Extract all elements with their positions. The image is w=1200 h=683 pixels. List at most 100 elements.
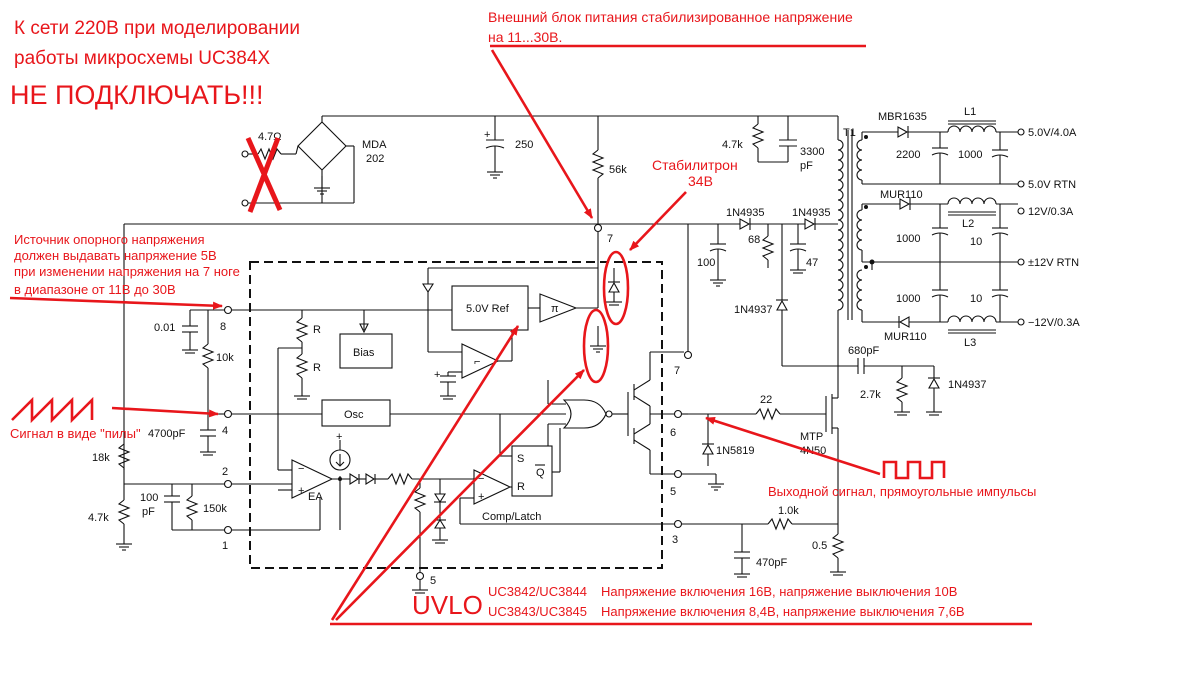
r-150k-label: 150k — [203, 503, 227, 515]
output-5v: MBR1635 L1 5.0V/4.0A 2200 1000 5.0V RTN — [861, 106, 1077, 191]
left-external-parts: 18k 4.7k 0.01 10k 4700pF 100 — [88, 223, 598, 551]
svg-text:−: − — [478, 473, 484, 485]
out-5v-label: 5.0V/4.0A — [1028, 127, 1077, 139]
bridge-label-2: 202 — [366, 153, 384, 165]
c-47-label: 47 — [806, 257, 818, 269]
r-start-label: 56k — [609, 164, 627, 176]
transformer-label: T1 — [843, 127, 856, 139]
aux-supply: 1N4935 1N4935 68 100 47 1N4937 7 — [598, 207, 839, 377]
ext-supply-line-2: на 11...30В. — [488, 29, 562, 45]
r-27k-label: 2.7k — [860, 389, 881, 401]
r-sense-label: 0.5 — [812, 540, 827, 552]
d-aux2-label: 1N4935 — [792, 207, 831, 219]
c-bulk-label: 250 — [515, 139, 533, 151]
l2-label: L2 — [962, 218, 974, 230]
svg-text:+: + — [484, 129, 490, 141]
warning-line-1: К сети 220В при моделировании — [14, 18, 300, 39]
uvlo-row-2-text: Напряжение включения 8,4В, напряжение вы… — [601, 604, 965, 619]
pin-4: 4 — [222, 425, 228, 437]
mosfet-label-1: MTP — [800, 431, 823, 443]
warning-line-2: работы микросхемы UC384X — [14, 48, 270, 69]
d-12v-label: MUR110 — [880, 189, 923, 201]
d-clamp2-label: 1N4937 — [948, 379, 987, 391]
pin-6: 6 — [670, 427, 676, 439]
latch-q-label: Q — [536, 467, 545, 479]
pin-5-gnd: 5 — [430, 575, 436, 587]
r-snub-label: 4.7k — [722, 139, 743, 151]
red-annotations: К сети 220В при моделировании работы мик… — [9, 9, 1036, 626]
c-5v-b-label: 1000 — [958, 149, 982, 161]
zener-line-1: Стабилитрон — [652, 157, 738, 173]
c-ref-label: 0.01 — [154, 322, 175, 334]
vref-line-1: Источник опорного напряжения — [14, 232, 205, 247]
r-18k-label: 18k — [92, 452, 110, 464]
bias-block-label: Bias — [353, 347, 375, 359]
c-comp-label-1: 100 — [140, 492, 158, 504]
c-n12v-a-label: 1000 — [896, 293, 920, 305]
d-n12v-label: MUR110 — [884, 331, 927, 343]
osc-block — [321, 399, 391, 427]
r-gate-label: 22 — [760, 394, 772, 406]
uvlo-row-1-part: UC3842/UC3844 — [488, 584, 587, 599]
d-clamp-label: 1N4937 — [734, 304, 773, 316]
l1-label: L1 — [964, 106, 976, 118]
ac-input-section: 4.7Ω MDA 202 — [241, 115, 598, 207]
c-n12v-b-label: 10 — [970, 293, 982, 305]
r-47k-label: 4.7k — [88, 512, 109, 524]
ic-pin-markers: 8 4 2 1 6 5 3 5 — [220, 305, 724, 594]
current-sense: 1.0k 470pF 0.5 — [682, 505, 846, 578]
r-label-2: R — [313, 362, 321, 374]
mosfet: MTP 4N50 22 1N5819 — [688, 366, 839, 530]
ea-label: EA — [308, 491, 323, 503]
output-neg12v: 1000 10 MUR110 L3 −12V/0.3A — [861, 262, 1080, 349]
pin-7-top: 7 — [607, 233, 613, 245]
uvlo-row-2-part: UC3843/UC3845 — [488, 604, 587, 619]
svg-text:+: + — [336, 431, 342, 443]
ic-outline — [249, 261, 663, 569]
pin-1: 1 — [222, 540, 228, 552]
r-10k-label: 10k — [216, 352, 234, 364]
r-1k-label: 1.0k — [778, 505, 799, 517]
l3-label: L3 — [964, 337, 976, 349]
vref-line-3: при изменении напряжения на 7 ноге — [14, 264, 240, 279]
c-5v-a-label: 2200 — [896, 149, 920, 161]
pin-7-right: 7 — [674, 365, 680, 377]
cross-out-mark — [245, 136, 283, 213]
vref-block-label: 5.0V Ref — [466, 303, 510, 315]
c-12v-b-label: 10 — [970, 236, 982, 248]
latch-s-label: S — [517, 453, 524, 465]
output-12v: MUR110 L2 12V/0.3A 1000 10 ±12V RTN — [861, 189, 1079, 269]
uvlo-row-1-text: Напряжение включения 16В, напряжение вык… — [601, 584, 957, 599]
out-12v-rtn-label: ±12V RTN — [1028, 257, 1079, 269]
bias-block — [339, 333, 393, 369]
bridge-label-1: MDA — [362, 139, 387, 151]
c-snub-label-1: 3300 — [800, 146, 824, 158]
out-12v-label: 12V/0.3A — [1028, 206, 1074, 218]
c-100-label: 100 — [697, 257, 715, 269]
out-5v-rtn-label: 5.0V RTN — [1028, 179, 1076, 191]
d-gate-label: 1N5819 — [716, 445, 755, 457]
comp-latch-label: Comp/Latch — [482, 511, 541, 523]
r-label-1: R — [313, 324, 321, 336]
pin-5-out: 5 — [670, 486, 676, 498]
bulk-capacitor: + 250 — [484, 116, 533, 179]
saw-label: Сигнал в виде "пилы" — [10, 426, 141, 441]
snubber-network: 4.7k 3300 pF — [722, 116, 824, 172]
transformer-t1: T1 — [837, 116, 868, 320]
pwm-latch — [511, 445, 553, 497]
svg-text:⌐: ⌐ — [474, 356, 480, 368]
vref-block — [451, 285, 529, 331]
ext-supply-line-1: Внешний блок питания стабилизированное н… — [488, 9, 853, 25]
c-470-label: 470pF — [756, 557, 787, 569]
zener-line-2: 34В — [688, 173, 713, 189]
latch-r-label: R — [517, 481, 525, 493]
pin-3: 3 — [672, 534, 678, 546]
pin-2: 2 — [222, 466, 228, 478]
svg-text:π: π — [551, 303, 559, 315]
d-aux1-label: 1N4935 — [726, 207, 765, 219]
svg-text:+: + — [434, 369, 440, 381]
osc-block-label: Osc — [344, 409, 364, 421]
c-680-label: 680pF — [848, 345, 879, 357]
start-resistor: 56k 7 — [591, 116, 627, 245]
svg-text:+: + — [298, 485, 304, 497]
